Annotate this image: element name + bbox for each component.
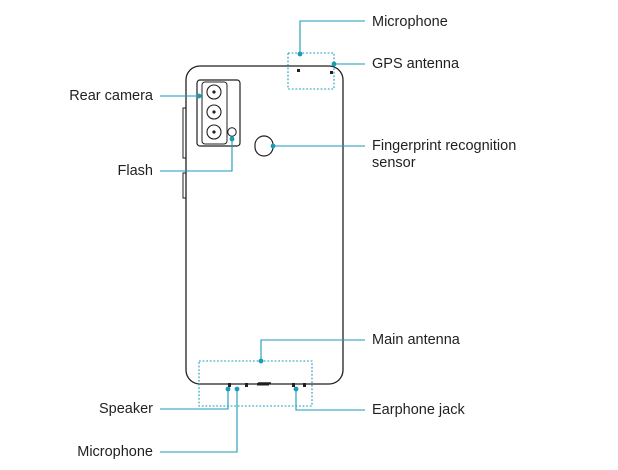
label-microphone-bottom: Microphone: [77, 444, 153, 460]
label-microphone-top: Microphone: [372, 14, 448, 30]
label-gps-antenna: GPS antenna: [372, 56, 460, 72]
label-flash: Flash: [117, 163, 153, 179]
top-antenna-zone: [287, 52, 335, 90]
fingerprint-sensor: [254, 135, 274, 157]
bottom-hole-markers: [228, 383, 306, 387]
camera-lens-1: [206, 84, 222, 100]
label-earphone-jack: Earphone jack: [372, 402, 465, 418]
label-main-antenna: Main antenna: [372, 332, 460, 348]
label-speaker: Speaker: [98, 401, 153, 417]
top-hole-markers: [297, 69, 333, 74]
camera-strip: [201, 81, 228, 145]
label-fingerprint-line1: Fingerprint recognition: [372, 138, 517, 154]
camera-lens-3: [206, 124, 222, 140]
callout-lines: [160, 20, 365, 453]
volume-button: [182, 107, 187, 159]
phone-body: [185, 65, 344, 385]
label-rear-camera: Rear camera: [69, 88, 153, 104]
camera-module: [196, 79, 241, 147]
power-button: [182, 172, 187, 199]
label-fingerprint-line2: sensor: [372, 155, 416, 171]
callout-dots: [196, 51, 337, 392]
camera-lens-2: [206, 104, 222, 120]
flash-led: [227, 127, 237, 137]
